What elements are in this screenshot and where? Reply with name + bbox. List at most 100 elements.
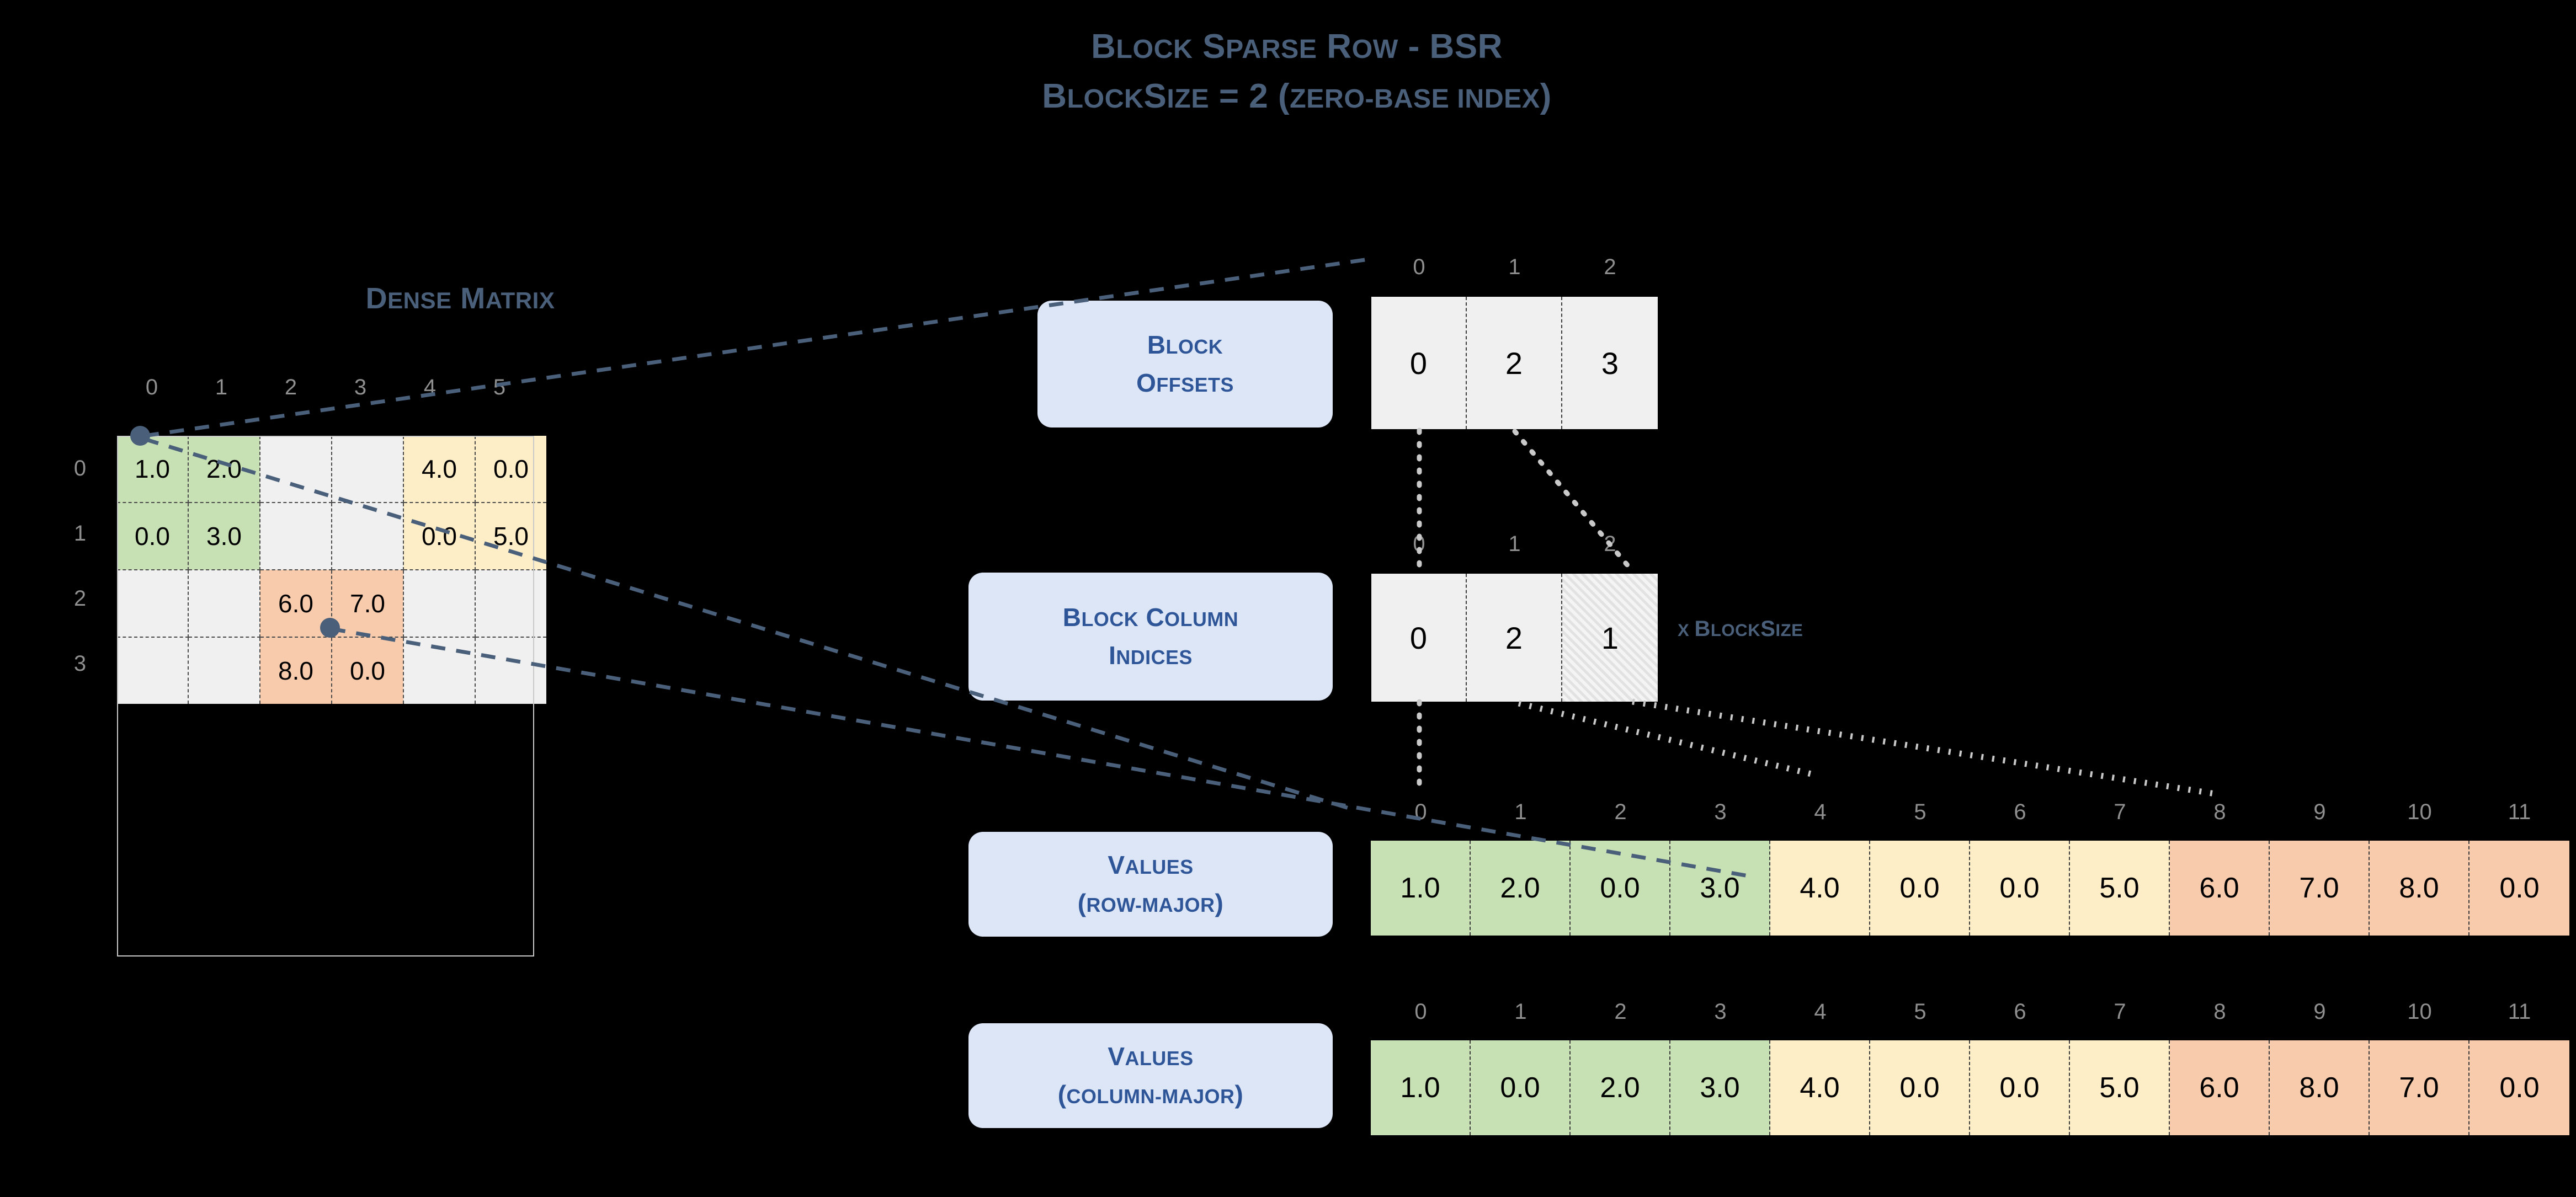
dense-cell-r1-c1: 3.0 — [188, 503, 260, 570]
block-column-indices-cell-1: 2 — [1467, 574, 1562, 702]
dense-cell-r3-c4 — [403, 637, 476, 704]
values-column-major-index-7: 7 — [2114, 1000, 2126, 1024]
values-row-major-index-4: 4 — [1814, 800, 1827, 824]
block-offsets-label-line2: OFFSETS — [1136, 368, 1234, 397]
dense-col-header-0: 0 — [145, 375, 158, 399]
values-row-major-index-3: 3 — [1714, 800, 1727, 824]
block-column-indices-cell-2: 1 — [1562, 574, 1658, 702]
dense-cell-r1-c4: 0.0 — [403, 503, 476, 570]
bci-label-line2: INDICES — [1109, 641, 1193, 670]
block-offsets-label-line1: BLOCK — [1147, 330, 1223, 359]
values-column-major-cell-1: 0.0 — [1471, 1040, 1571, 1135]
values-row-major-index-11: 11 — [2508, 800, 2531, 824]
block-offsets-cell-2: 3 — [1562, 297, 1658, 429]
values-column-major-index-4: 4 — [1814, 1000, 1827, 1024]
anchor-dot-origin — [130, 426, 150, 446]
values-row-major-cell-9: 7.0 — [2270, 841, 2370, 936]
dense-cell-r0-c1: 2.0 — [188, 436, 260, 503]
dense-col-header-4: 4 — [423, 375, 437, 399]
values-column-major-cell-5: 0.0 — [1870, 1040, 1970, 1135]
values-column-major-index-1: 1 — [1514, 1000, 1527, 1024]
dense-cell-r2-c1 — [188, 570, 260, 638]
dense-cell-r1-c0: 0.0 — [117, 503, 189, 570]
values-column-major-cell-0: 1.0 — [1371, 1040, 1471, 1135]
dense-row-header-2: 2 — [73, 586, 87, 611]
values-row-major-index-0: 0 — [1414, 800, 1427, 824]
values-row-major-cell-3: 3.0 — [1670, 841, 1770, 936]
dense-cell-r1-c5: 5.0 — [475, 503, 546, 570]
values-row-major-index-8: 8 — [2213, 800, 2226, 824]
values-column-major-label: VALUES (COLUMN-MAJOR) — [968, 1023, 1333, 1128]
connector-bci1-to-values4 — [1518, 700, 1817, 778]
dense-col-header-5: 5 — [493, 375, 506, 399]
values-column-major-cell-11: 0.0 — [2469, 1040, 2569, 1135]
values-column-major-index-3: 3 — [1714, 1000, 1727, 1024]
bci-label-line1: BLOCK COLUMN — [1062, 603, 1239, 632]
values-column-major-index-6: 6 — [2014, 1000, 2026, 1024]
anchor-dot-block-end — [320, 618, 340, 638]
values-row-major-index-6: 6 — [2014, 800, 2026, 824]
connector-bci2-to-values8 — [1632, 698, 2219, 798]
vcm-label-line1: VALUES — [1108, 1042, 1194, 1071]
block-column-indices-cell-0: 0 — [1371, 574, 1467, 702]
block-column-indices-index-1: 1 — [1508, 532, 1521, 556]
values-column-major-index-10: 10 — [2407, 1000, 2432, 1024]
values-column-major-cell-2: 2.0 — [1571, 1040, 1670, 1135]
values-row-major-index-2: 2 — [1614, 800, 1627, 824]
dense-col-header-1: 1 — [215, 375, 228, 399]
values-column-major-cell-6: 0.0 — [1970, 1040, 2070, 1135]
dense-cell-r3-c3: 0.0 — [332, 637, 404, 704]
dense-row-header-3: 3 — [73, 651, 87, 676]
block-offsets-indices: 0 1 2 — [1371, 255, 1658, 280]
title-line-1: BLOCK SPARSE ROW - BSR — [1091, 28, 1503, 66]
dense-cell-r3-c1 — [188, 637, 260, 704]
vcm-label-line2: (COLUMN-MAJOR) — [1057, 1080, 1244, 1109]
dense-cell-r2-c3: 7.0 — [332, 570, 404, 638]
dense-cell-r0-c3 — [332, 436, 404, 503]
dense-col-header-2: 2 — [284, 375, 297, 399]
values-column-major-index-2: 2 — [1614, 1000, 1627, 1024]
dense-cell-r0-c2 — [260, 436, 332, 503]
block-offsets-index-1: 1 — [1508, 255, 1521, 279]
dense-cell-r2-c0 — [117, 570, 189, 638]
page-title: BLOCK SPARSE ROW - BSR BLOCKSIZE = 2 (ZE… — [773, 22, 1821, 121]
vrm-label-line1: VALUES — [1108, 851, 1194, 879]
values-row-major-index-1: 1 — [1514, 800, 1527, 824]
values-column-major-cell-4: 4.0 — [1770, 1040, 1870, 1135]
values-column-major-index-9: 9 — [2313, 1000, 2326, 1024]
block-offsets-index-0: 0 — [1413, 255, 1425, 279]
values-row-major-cell-1: 2.0 — [1471, 841, 1571, 936]
values-row-major-cell-5: 0.0 — [1870, 841, 1970, 936]
dense-cell-r1-c3 — [332, 503, 404, 570]
values-row-major-index-10: 10 — [2407, 800, 2432, 824]
values-column-major-index-11: 11 — [2508, 1000, 2531, 1024]
dense-matrix-row-headers: 0 1 2 3 — [61, 436, 99, 696]
dense-cell-r3-c5 — [475, 637, 546, 704]
dense-cell-r3-c2: 8.0 — [260, 637, 332, 704]
dense-row-header-1: 1 — [73, 521, 87, 546]
values-row-major-label: VALUES (ROW-MAJOR) — [968, 832, 1333, 937]
values-row-major-cell-0: 1.0 — [1371, 841, 1471, 936]
values-row-major-cell-7: 5.0 — [2070, 841, 2170, 936]
dense-cell-r2-c4 — [403, 570, 476, 638]
block-offsets-index-2: 2 — [1604, 255, 1616, 279]
values-row-major-cell-10: 8.0 — [2370, 841, 2469, 936]
values-row-major-cell-4: 4.0 — [1770, 841, 1870, 936]
values-column-major-index-8: 8 — [2213, 1000, 2226, 1024]
dense-cell-r3-c0 — [117, 637, 189, 704]
values-row-major-cell-6: 0.0 — [1970, 841, 2070, 936]
values-column-major-index-5: 5 — [1914, 1000, 1926, 1024]
values-row-major-cell-11: 0.0 — [2469, 841, 2569, 936]
blocksize-multiplier-annotation: X BLOCKSIZE — [1678, 617, 1803, 641]
dense-row-header-0: 0 — [73, 456, 87, 480]
dense-cell-r0-c4: 4.0 — [403, 436, 476, 503]
dense-cell-r0-c5: 0.0 — [475, 436, 546, 503]
